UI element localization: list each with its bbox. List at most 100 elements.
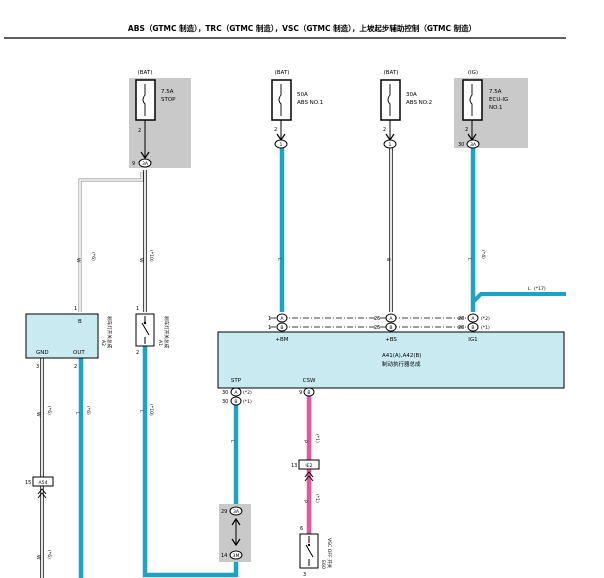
- svg-text:W: W: [138, 258, 144, 263]
- svg-text:14: 14: [221, 553, 227, 559]
- svg-text:(*6): (*6): [85, 406, 91, 415]
- fuse-stop-name: STOP: [161, 97, 176, 103]
- a1-name: 刹车灯开关总成: [163, 316, 170, 349]
- fuse-stop-source: (BAT): [138, 70, 153, 76]
- a2-name: 刹车灯开关总成: [106, 316, 113, 349]
- a2-id: A2: [100, 340, 106, 346]
- svg-text:(*6): (*6): [46, 550, 52, 559]
- fuse-ig-conn-pin: 30: [458, 142, 464, 148]
- a1-pin-top: 1: [136, 306, 139, 312]
- svg-text:(*1): (*1): [314, 434, 320, 443]
- a2-pin-top: 1: [74, 306, 77, 312]
- svg-text:CSW: CSW: [303, 378, 316, 384]
- fuse-ig-rating: 7.5A: [489, 89, 502, 95]
- a2-label-out: OUT: [73, 350, 85, 356]
- svg-text:IG1: IG1: [468, 337, 477, 343]
- svg-text:3A: 3A: [233, 509, 240, 515]
- fuse-abs2-rating: 30A: [406, 92, 417, 98]
- svg-text:B: B: [471, 325, 474, 331]
- fuse-stop-pin: 2: [138, 128, 141, 134]
- svg-text:E60: E60: [320, 560, 326, 569]
- fuse-abs1-rating: 50A: [297, 92, 308, 98]
- a2-label-b: B: [78, 319, 82, 325]
- fuse-abs2-conn: 1: [389, 142, 392, 148]
- svg-text:(*6): (*6): [46, 406, 52, 415]
- fuse-abs-no2: (BAT) 30A ABS NO.2 2 1: [380, 70, 432, 149]
- svg-text:B: B: [385, 258, 391, 261]
- svg-text:L: L: [138, 410, 144, 413]
- junction-connectors: 29 3A 14 3M: [221, 506, 243, 560]
- svg-text:B: B: [280, 325, 283, 331]
- svg-text:制动执行器总成: 制动执行器总成: [382, 360, 421, 368]
- svg-text:W: W: [35, 412, 41, 417]
- svg-text:(*17): (*17): [534, 286, 546, 292]
- svg-text:(*2): (*2): [481, 316, 490, 322]
- svg-text:B: B: [234, 399, 237, 405]
- fuse-abs2-source: (BAT): [384, 70, 399, 76]
- fuse-stop-conn: 3A: [142, 161, 149, 167]
- a1-pin-bottom: 2: [136, 350, 139, 356]
- fuse-abs1-source: (BAT): [275, 70, 290, 76]
- svg-text:(*4): (*4): [480, 250, 486, 259]
- svg-text:25: 25: [374, 325, 380, 331]
- fuse-stop-rating: 7.5A: [161, 89, 174, 95]
- svg-text:(*2): (*2): [243, 390, 252, 396]
- svg-text:L: L: [74, 412, 80, 415]
- svg-text:3: 3: [303, 572, 306, 578]
- svg-text:VSC OFF 开关: VSC OFF 开关: [326, 538, 333, 569]
- connector-a54: 15 A54: [25, 476, 54, 499]
- fuse-abs1-conn: 1: [280, 142, 283, 148]
- svg-text:1: 1: [268, 316, 271, 322]
- svg-text:28: 28: [458, 325, 464, 331]
- a2-stop-light-switch: 1 B GND OUT 3 2 A2 刹车灯开关总成: [25, 306, 113, 370]
- svg-text:(*10): (*10): [148, 404, 154, 416]
- a2-pin-out: 2: [74, 364, 77, 370]
- svg-text:(*1): (*1): [314, 494, 320, 503]
- svg-text:(*1): (*1): [243, 399, 252, 405]
- fuse-ig-name: ECU-IG: [489, 97, 508, 103]
- a1-stop-light-switch: 1 2 A1 刹车灯开关总成: [135, 306, 170, 356]
- svg-text:A: A: [234, 390, 238, 396]
- svg-text:L: L: [466, 258, 472, 261]
- svg-text:9: 9: [299, 390, 302, 396]
- svg-text:(*10): (*10): [148, 250, 154, 262]
- svg-text:3M: 3M: [233, 553, 240, 559]
- wire-labels: W (*6) W (*10) L B L (*4) L (*17) L (*6)…: [35, 250, 546, 560]
- svg-text:A54: A54: [39, 480, 48, 486]
- fuse-abs1-pin: 2: [274, 127, 277, 133]
- svg-text:A41(A),A42(B): A41(A),A42(B): [382, 353, 421, 359]
- svg-text:B: B: [389, 325, 392, 331]
- svg-text:STP: STP: [231, 378, 242, 384]
- svg-text:25: 25: [374, 316, 380, 322]
- a1-id: A1: [157, 340, 163, 346]
- fuse-abs2-pin: 2: [383, 127, 386, 133]
- svg-text:(*1): (*1): [481, 325, 490, 331]
- fuse-stop-conn-pin: 9: [132, 161, 135, 167]
- a2-label-gnd: GND: [36, 350, 49, 356]
- svg-text:A: A: [280, 316, 284, 322]
- brake-actuator-module: 1 A 1 B 25 A 25 B 28 A (*2) 28 B (*1) +B…: [217, 313, 565, 406]
- page-title: ABS（GTMC 制造），TRC（GTMC 制造），VSC（GTMC 制造），上…: [128, 23, 476, 33]
- svg-text:28: 28: [458, 316, 464, 322]
- svg-text:A: A: [389, 316, 393, 322]
- svg-text:30: 30: [222, 390, 228, 396]
- svg-text:29: 29: [221, 509, 227, 515]
- svg-text:IE2: IE2: [305, 463, 312, 469]
- wire-stop-to-a2: [78, 172, 144, 312]
- svg-text:P: P: [302, 500, 308, 503]
- svg-text:P: P: [302, 440, 308, 443]
- svg-text:6: 6: [300, 526, 303, 532]
- fuse-stop: (BAT) 7.5A STOP 2 9 3A: [132, 70, 176, 168]
- e60-vsc-off-switch: 6 3 E60 VSC OFF 开关: [299, 526, 333, 578]
- svg-text:15: 15: [25, 480, 31, 486]
- svg-text:(*6): (*6): [90, 252, 96, 261]
- svg-text:L: L: [229, 440, 235, 443]
- a2-pin-gnd: 3: [36, 364, 39, 370]
- fuse-abs1-name: ABS NO.1: [297, 100, 323, 106]
- fuse-ig-name2: NO.1: [489, 105, 502, 111]
- fuse-ecu-ig: (IG) 7.5A ECU-IG NO.1 2 30 3A: [458, 70, 508, 149]
- svg-text:W: W: [75, 258, 81, 263]
- svg-text:A: A: [471, 316, 475, 322]
- connector-ie2: 13 IE2: [291, 459, 320, 482]
